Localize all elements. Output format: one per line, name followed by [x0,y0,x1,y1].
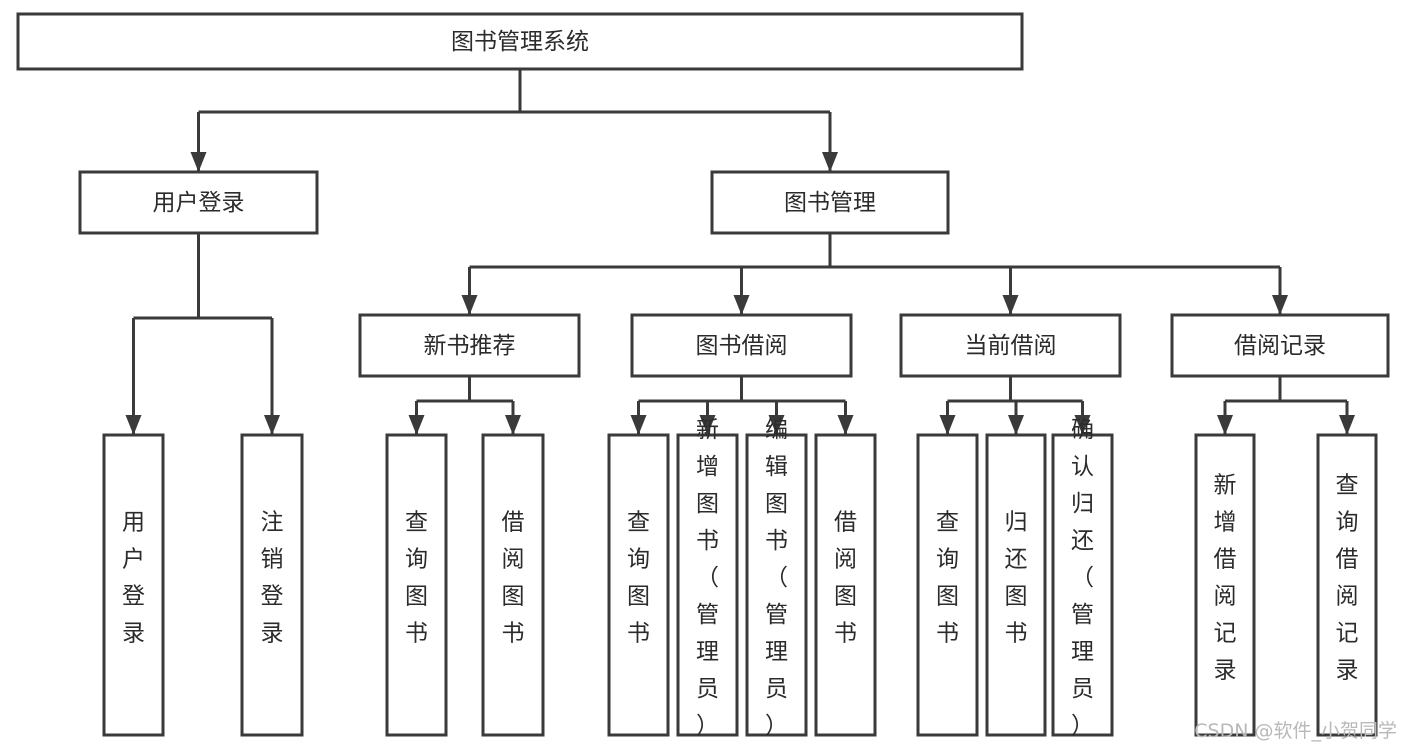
watermark: CSDN @软件_小贺同学 [1194,720,1397,742]
node-label: 图书借阅 [696,333,788,359]
node-label: 图书管理系统 [451,29,589,55]
node-box [240,433,304,737]
node-label: 借阅图书 [502,510,525,647]
connectors-layer [125,69,1355,435]
node-box [814,433,877,737]
node-box [358,313,581,378]
node-label: 归还图书 [1005,510,1028,647]
node-label: 注销登录 [261,510,284,647]
node-leaf-query-book-b[interactable]: 查询图书 [607,433,670,737]
node-label: 借阅记录 [1234,333,1326,359]
node-box [916,433,979,737]
node-label: 查询借阅记录 [1336,473,1359,684]
node-leaf-add-book[interactable]: 新增图书（管理员） [676,417,739,739]
node-leaf-query-record[interactable]: 查询借阅记录 [1316,433,1378,737]
node-label: 查询图书 [936,510,959,647]
node-label: 编辑图书（管理员） [765,417,788,739]
node-borrow-record[interactable]: 借阅记录 [1170,313,1390,378]
node-label: 新增借阅记录 [1214,473,1237,684]
node-new-book-rec[interactable]: 新书推荐 [358,313,581,378]
node-box [78,170,319,235]
node-label: 用户登录 [122,510,145,647]
node-book-borrow[interactable]: 图书借阅 [630,313,853,378]
node-box [16,12,1024,71]
node-leaf-confirm-return[interactable]: 确认归还（管理员） [1051,417,1114,739]
node-label: 当前借阅 [965,333,1057,359]
node-label: 查询图书 [627,510,650,647]
node-box [1316,433,1378,737]
node-label: 确认归还（管理员） [1071,417,1094,739]
node-box [1170,313,1390,378]
node-box [899,313,1122,378]
node-leaf-logout[interactable]: 注销登录 [240,433,304,737]
node-box [385,433,448,737]
node-box [102,433,165,737]
node-label: 查询图书 [405,510,428,647]
node-leaf-query-book-a[interactable]: 查询图书 [385,433,448,737]
node-leaf-user-login[interactable]: 用户登录 [102,433,165,737]
node-label: 用户登录 [153,190,245,216]
node-leaf-return-book[interactable]: 归还图书 [985,433,1047,737]
node-box [1051,433,1114,737]
node-box [985,433,1047,737]
node-box [745,433,808,737]
node-leaf-edit-book[interactable]: 编辑图书（管理员） [745,417,808,739]
node-box [607,433,670,737]
node-user-login[interactable]: 用户登录 [78,170,319,235]
node-leaf-borrow-book-b[interactable]: 借阅图书 [814,433,877,737]
node-label: 新增图书（管理员） [696,417,719,739]
node-leaf-add-record[interactable]: 新增借阅记录 [1194,433,1256,737]
node-book-manage[interactable]: 图书管理 [710,170,950,235]
node-box [676,433,739,737]
nodes-layer: 图书管理系统用户登录图书管理新书推荐图书借阅当前借阅借阅记录用户登录注销登录查询… [16,12,1390,739]
node-leaf-query-book-c[interactable]: 查询图书 [916,433,979,737]
node-leaf-borrow-book-a[interactable]: 借阅图书 [481,433,545,737]
node-current-borrow[interactable]: 当前借阅 [899,313,1122,378]
node-box [710,170,950,235]
node-label: 借阅图书 [834,510,857,647]
node-box [1194,433,1256,737]
node-root[interactable]: 图书管理系统 [16,12,1024,71]
node-label: 图书管理 [784,190,876,216]
node-box [630,313,853,378]
node-box [481,433,545,737]
node-label: 新书推荐 [424,333,516,359]
